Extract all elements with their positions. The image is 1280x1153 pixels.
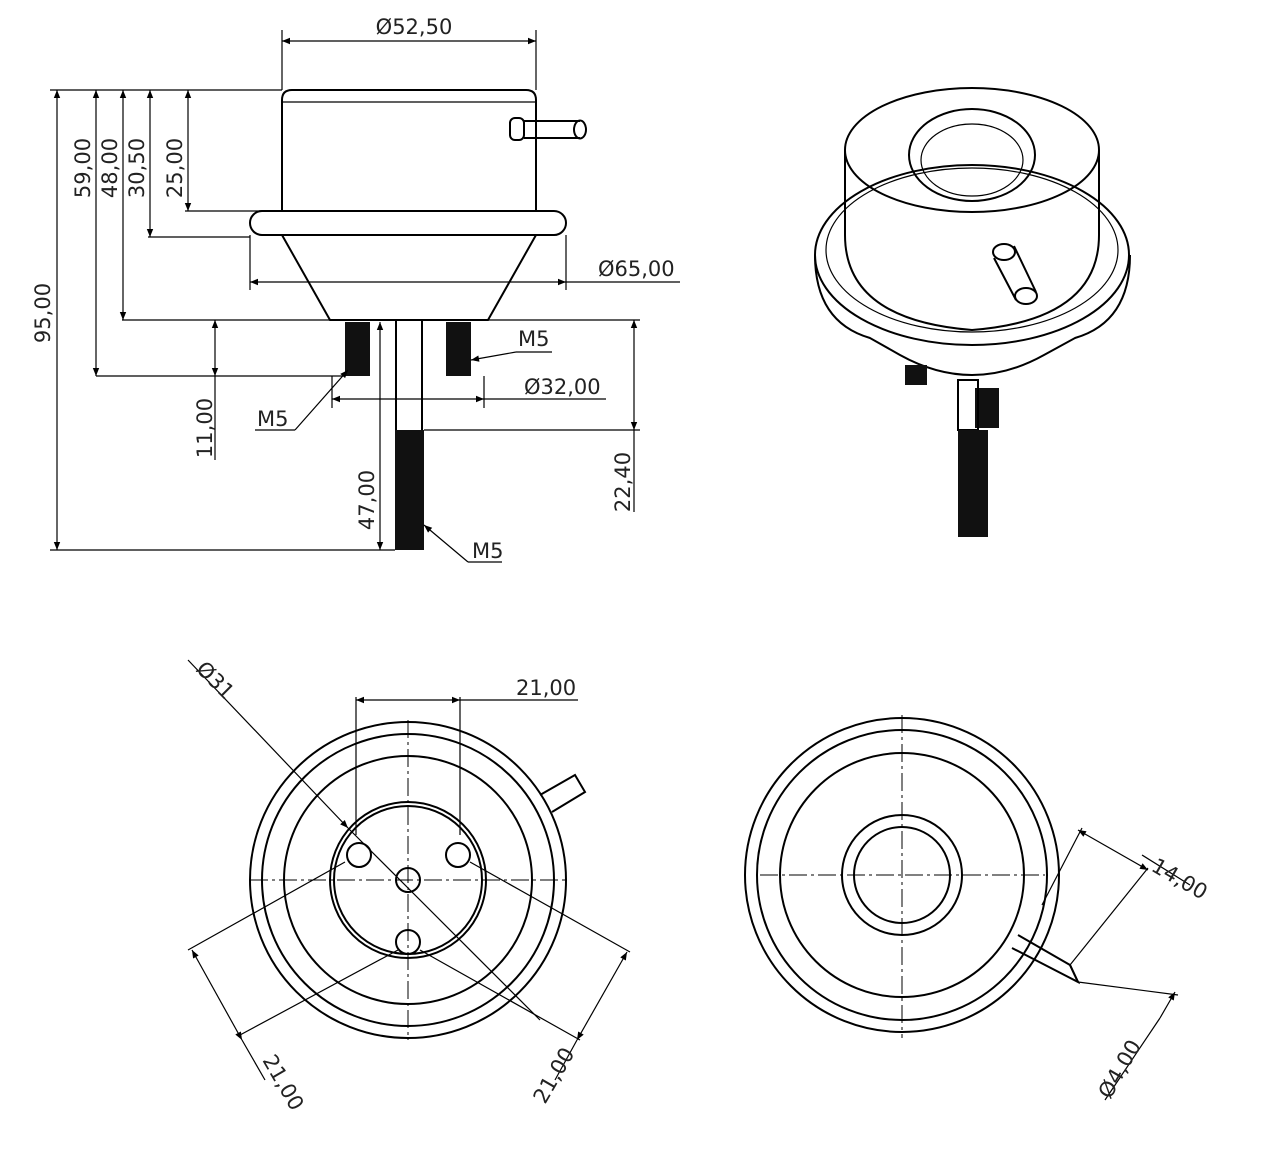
dim-spacing-left: 21,00	[258, 1051, 309, 1115]
dim-dia-top: Ø52,50	[376, 15, 453, 39]
dim-height-22: 22,40	[611, 452, 635, 512]
dim-height-total: 95,00	[31, 283, 55, 343]
dim-height-30: 30,50	[125, 138, 149, 198]
bottom-view: 21,00 Ø31 21,00 21,00	[187, 657, 631, 1115]
dim-dia-studs: Ø32,00	[524, 375, 601, 399]
dim-dia-31: Ø31	[191, 657, 239, 705]
rod-thread	[395, 430, 424, 550]
front-nipple	[509, 117, 587, 141]
label-thread-stud-left: M5	[257, 407, 288, 431]
dim-height-59: 59,00	[71, 138, 95, 198]
dim-spacing-top: 21,00	[516, 676, 576, 700]
canister-body	[281, 89, 537, 212]
front-view: Ø52,50 Ø65,00 Ø32,00 95,00 59,00 48,00 3…	[31, 15, 680, 563]
dim-spacing-right: 21,00	[529, 1043, 580, 1107]
flange	[249, 210, 567, 236]
stud-left	[345, 322, 370, 376]
dim-nipple-length: 14,00	[1148, 854, 1212, 905]
dim-height-25: 25,00	[163, 138, 187, 198]
dim-height-47: 47,00	[355, 470, 379, 530]
dim-height-11: 11,00	[193, 398, 217, 458]
cone	[281, 234, 537, 321]
label-thread-stud-right: M5	[518, 327, 549, 351]
stud-right	[446, 322, 471, 376]
label-thread-rod: M5	[472, 539, 503, 563]
dim-height-48: 48,00	[98, 138, 122, 198]
dim-nipple-dia: Ø4,00	[1094, 1036, 1146, 1103]
dim-dia-flange: Ø65,00	[598, 257, 675, 281]
rod	[395, 319, 423, 433]
top-view: 14,00 Ø4,00	[744, 715, 1212, 1103]
isometric-view	[814, 87, 1131, 537]
